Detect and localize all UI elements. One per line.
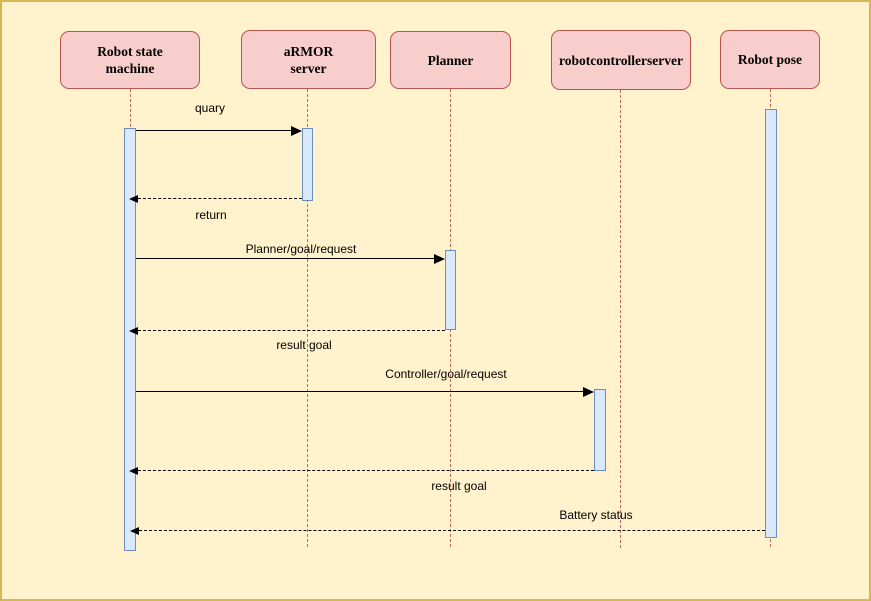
actor-robot-state-machine: Robot state machine xyxy=(60,31,200,89)
arrowhead-left-icon xyxy=(129,194,138,203)
message-label-battery-status: Battery status xyxy=(559,508,633,522)
lifeline-armor-server xyxy=(306,89,308,547)
actor-planner: Planner xyxy=(390,31,511,89)
message-label-result-goal-2: result goal xyxy=(431,479,487,493)
message-label-controller-goal-request: Controller/goal/request xyxy=(385,367,507,381)
message-arrow-quary xyxy=(136,130,292,131)
actor-robotcontrollerserver: robotcontrollerserver xyxy=(551,30,691,90)
message-arrow-controller-goal-request xyxy=(136,391,584,392)
actor-robot-pose: Robot pose xyxy=(720,30,820,89)
lifeline-robotcontrollerserver xyxy=(620,90,621,548)
message-label-return: return xyxy=(195,208,227,222)
message-label-quary: quary xyxy=(194,101,226,115)
arrowhead-left-icon xyxy=(129,466,138,475)
message-label-result-goal-1: result goal xyxy=(276,338,332,352)
arrowhead-right-icon xyxy=(291,125,302,136)
arrowhead-left-icon xyxy=(130,526,139,535)
arrowhead-right-icon xyxy=(434,253,445,264)
activation-bar-planner xyxy=(445,250,456,330)
activation-bar-robot-pose xyxy=(765,109,777,538)
arrowhead-left-icon xyxy=(129,326,138,335)
message-arrow-return xyxy=(138,198,302,199)
message-arrow-result-goal-1 xyxy=(138,330,445,331)
message-arrow-planner-goal-request xyxy=(136,258,435,259)
activation-bar-robot-state-machine xyxy=(124,128,136,551)
activation-bar-robotcontrollerserver xyxy=(594,389,606,471)
activation-bar-armor-server xyxy=(302,128,313,201)
actor-armor-server: aRMOR server xyxy=(241,30,376,89)
arrowhead-right-icon xyxy=(583,386,594,397)
message-label-planner-goal-request: Planner/goal/request xyxy=(245,242,357,256)
message-arrow-battery-status xyxy=(139,530,765,531)
message-arrow-result-goal-2 xyxy=(138,470,594,471)
